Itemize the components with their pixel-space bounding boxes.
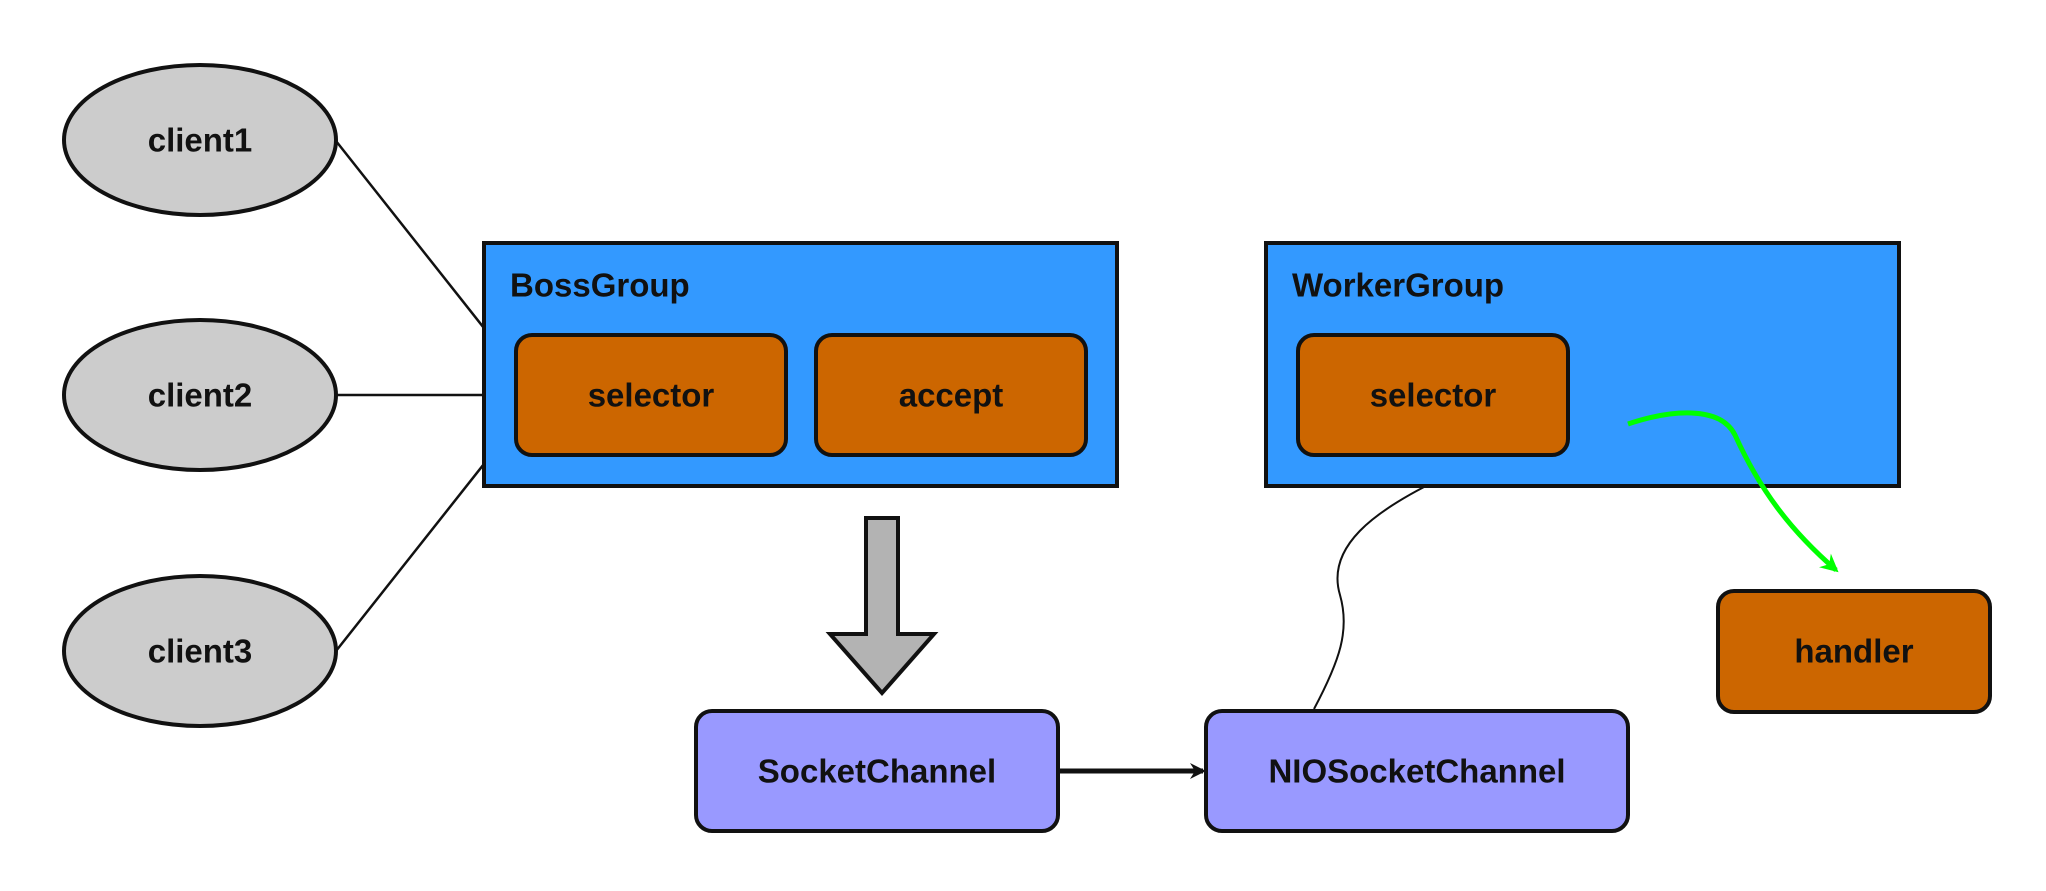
boss-selector-label: selector — [588, 377, 715, 414]
nio-socket-channel-label: NIOSocketChannel — [1268, 753, 1565, 790]
client2-label: client2 — [148, 377, 253, 414]
boss-group: BossGroup selector accept — [482, 241, 1119, 488]
worker-group-title: WorkerGroup — [1292, 267, 1504, 304]
boss-accept-box: accept — [814, 333, 1088, 457]
socket-channel-box: SocketChannel — [694, 709, 1060, 833]
client3-node: client3 — [62, 574, 338, 728]
boss-group-title: BossGroup — [510, 267, 690, 304]
nio-to-worker-connector — [1313, 486, 1425, 710]
socket-channel-label: SocketChannel — [758, 753, 996, 790]
big-down-arrow — [825, 516, 939, 697]
handler-box: handler — [1716, 589, 1992, 714]
client2-node: client2 — [62, 318, 338, 472]
handler-label: handler — [1794, 633, 1913, 670]
worker-to-handler-arrow — [1627, 410, 1839, 573]
boss-accept-label: accept — [899, 377, 1004, 414]
nio-socket-channel-box: NIOSocketChannel — [1204, 709, 1630, 833]
worker-group: WorkerGroup selector — [1264, 241, 1901, 488]
client3-label: client3 — [148, 633, 253, 670]
worker-selector-label: selector — [1370, 377, 1497, 414]
worker-selector-box: selector — [1296, 333, 1570, 457]
client1-node: client1 — [62, 63, 338, 217]
boss-selector-box: selector — [514, 333, 788, 457]
client1-label: client1 — [148, 122, 253, 159]
